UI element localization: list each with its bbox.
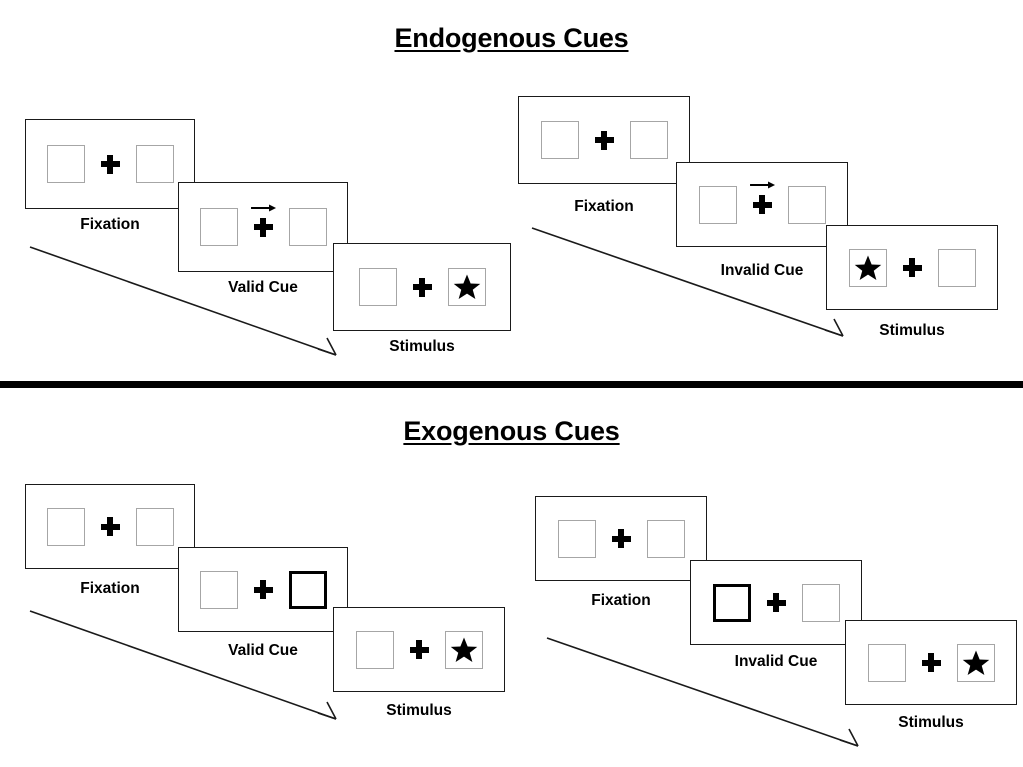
- panel-caption-endogenous-valid-fixation: Fixation: [80, 216, 140, 233]
- stimulus-box-right: [629, 121, 668, 159]
- panel-inner: [46, 507, 174, 546]
- plus-icon: [594, 130, 614, 150]
- plus-icon: [251, 204, 277, 237]
- panel-inner: [540, 121, 668, 159]
- panel-inner: [557, 519, 685, 558]
- stimulus-box-right: [801, 583, 840, 622]
- panel-caption-exogenous-invalid-cue: Invalid Cue: [734, 653, 818, 670]
- panel-caption-endogenous-invalid-fixation: Fixation: [574, 198, 634, 215]
- panel-caption-endogenous-invalid-stimulus: Stimulus: [879, 322, 945, 339]
- section-title-endogenous: Endogenous Cues: [394, 23, 629, 53]
- stimulus-box-left: [698, 185, 737, 224]
- panel-inner: [712, 583, 840, 622]
- section-divider: [0, 381, 1023, 388]
- star-icon: [854, 255, 881, 280]
- stimulus-box-right: [937, 248, 976, 287]
- trial-panel-endogenous-invalid-stimulus: [826, 225, 998, 310]
- panel-inner: [199, 570, 327, 609]
- plus-icon: [611, 529, 631, 548]
- panel-inner: [848, 248, 976, 287]
- stimulus-box-left-target: [848, 248, 887, 287]
- trial-panel-exogenous-invalid-cue: [690, 560, 862, 645]
- panel-inner: [199, 204, 327, 246]
- stimulus-box-right-target: [447, 268, 486, 306]
- stimulus-box-left: [46, 145, 85, 183]
- stimulus-box-right-cued: [288, 570, 327, 609]
- panel-inner: [358, 268, 486, 306]
- trial-panel-endogenous-valid-cue: [178, 182, 348, 272]
- stimulus-box-left: [540, 121, 579, 159]
- trial-panel-endogenous-valid-fixation: [25, 119, 195, 209]
- time-arrow-icon-endogenous-valid: [29, 246, 337, 356]
- time-arrow-icon-exogenous-invalid: [546, 637, 859, 747]
- panel-inner: [355, 630, 483, 669]
- plus-icon: [412, 277, 432, 297]
- trial-panel-exogenous-invalid-stimulus: [845, 620, 1017, 705]
- star-icon: [962, 650, 989, 675]
- panel-caption-exogenous-invalid-stimulus: Stimulus: [898, 714, 964, 731]
- trial-panel-exogenous-valid-cue: [178, 547, 348, 632]
- stimulus-box-left: [867, 643, 906, 682]
- stimulus-box-right: [288, 208, 327, 246]
- trial-panel-exogenous-valid-stimulus: [333, 607, 505, 692]
- trial-panel-endogenous-invalid-fixation: [518, 96, 690, 184]
- stimulus-box-left: [199, 570, 238, 609]
- panel-caption-exogenous-invalid-fixation: Fixation: [591, 592, 651, 609]
- plus-icon: [409, 640, 429, 659]
- arrow-right-icon: [251, 204, 277, 211]
- panel-caption-endogenous-invalid-cue: Invalid Cue: [720, 262, 804, 279]
- stimulus-box-right: [135, 507, 174, 546]
- plus-icon: [100, 517, 120, 536]
- plus-icon: [750, 181, 776, 214]
- arrow-right-icon: [750, 181, 776, 189]
- time-arrow-icon-endogenous-invalid: [531, 227, 844, 337]
- plus-icon: [766, 593, 786, 612]
- stimulus-box-right: [646, 519, 685, 558]
- stimulus-box-left: [358, 268, 397, 306]
- plus-icon: [921, 653, 941, 672]
- stimulus-box-right: [135, 145, 174, 183]
- panel-caption-endogenous-valid-stimulus: Stimulus: [389, 338, 455, 355]
- stimulus-box-left: [355, 630, 394, 669]
- stimulus-box-left: [46, 507, 85, 546]
- trial-panel-exogenous-valid-fixation: [25, 484, 195, 569]
- panel-caption-endogenous-valid-cue: Valid Cue: [228, 279, 298, 296]
- trial-panel-endogenous-invalid-cue: [676, 162, 848, 247]
- panel-inner: [698, 181, 826, 224]
- trial-panel-endogenous-valid-stimulus: [333, 243, 511, 331]
- stimulus-box-right-target: [444, 630, 483, 669]
- plus-icon: [100, 154, 120, 174]
- panel-caption-exogenous-valid-fixation: Fixation: [80, 580, 140, 597]
- stimulus-box-right-target: [956, 643, 995, 682]
- stimulus-box-right: [787, 185, 826, 224]
- panel-inner: [46, 145, 174, 183]
- plus-icon: [253, 580, 273, 599]
- panel-caption-exogenous-valid-cue: Valid Cue: [228, 642, 298, 659]
- panel-caption-exogenous-valid-stimulus: Stimulus: [386, 702, 452, 719]
- stimulus-box-left: [557, 519, 596, 558]
- stimulus-box-left: [199, 208, 238, 246]
- star-icon: [453, 274, 480, 299]
- panel-inner: [867, 643, 995, 682]
- plus-icon: [902, 258, 922, 277]
- star-icon: [450, 637, 477, 662]
- stimulus-box-left-cued: [712, 583, 751, 622]
- trial-panel-exogenous-invalid-fixation: [535, 496, 707, 581]
- section-title-exogenous: Exogenous Cues: [403, 416, 620, 446]
- time-arrow-icon-exogenous-valid: [29, 610, 337, 720]
